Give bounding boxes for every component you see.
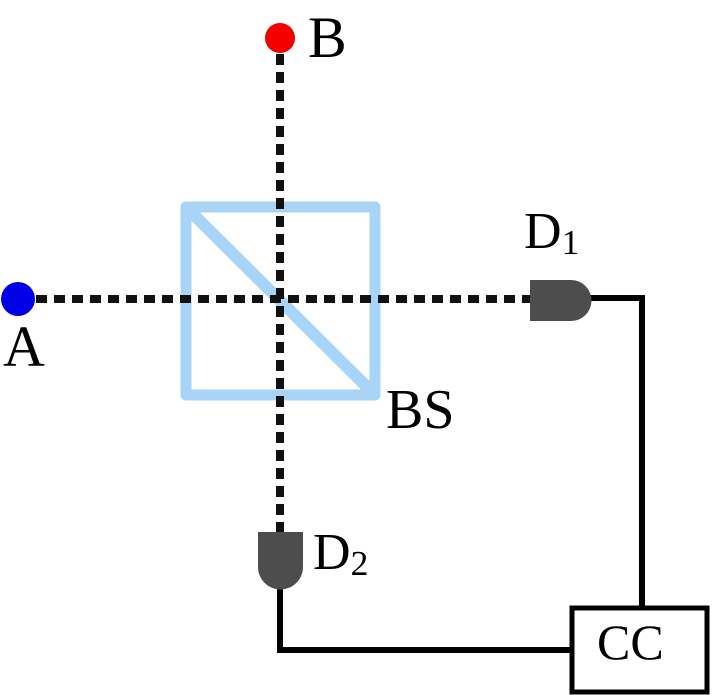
- label-input-a: A: [3, 314, 45, 379]
- label-beam-splitter: BS: [386, 379, 455, 441]
- detector-d1-body: [530, 280, 592, 321]
- label-detector-d1-main: D: [524, 203, 562, 260]
- label-detector-d2: D2: [313, 524, 368, 581]
- beam-paths: [36, 54, 535, 535]
- wire-d1-to-cc: [588, 295, 645, 610]
- detector-d2-body: [258, 532, 303, 590]
- label-input-b: B: [308, 5, 347, 70]
- input-b-dot: [265, 23, 295, 53]
- label-detector-d2-subscript: 2: [350, 543, 369, 583]
- wire-d2-to-cc: [277, 585, 574, 653]
- label-detector-d1-subscript: 1: [561, 222, 580, 262]
- label-detector-d1: D1: [524, 203, 579, 260]
- label-detector-d2-main: D: [313, 524, 351, 581]
- coincidence-counter-box: [569, 605, 710, 695]
- wires: [277, 295, 645, 653]
- label-coincidence-counter: CC: [597, 614, 664, 670]
- input-a-dot: [1, 282, 35, 316]
